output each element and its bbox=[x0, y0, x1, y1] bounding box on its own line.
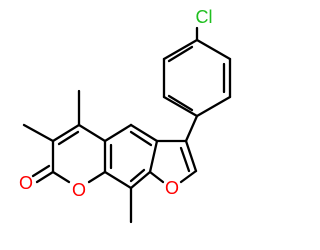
bond bbox=[148, 139, 159, 174]
bond-inner bbox=[179, 146, 191, 173]
bond bbox=[162, 38, 199, 61]
bond bbox=[179, 169, 198, 184]
bond bbox=[22, 123, 55, 143]
lactone-oxygen-label: O bbox=[72, 180, 86, 200]
bond bbox=[51, 123, 81, 143]
bond bbox=[195, 38, 232, 61]
bond bbox=[31, 164, 51, 178]
molecule-canvas: Cl O O O bbox=[19, 7, 232, 224]
bond bbox=[77, 123, 107, 143]
atom-labels: Cl O O O bbox=[19, 7, 213, 200]
bond bbox=[103, 123, 133, 143]
bond-inner bbox=[167, 94, 194, 112]
bond bbox=[129, 170, 152, 190]
bond bbox=[87, 170, 107, 184]
bond-inner bbox=[129, 130, 153, 147]
bond bbox=[51, 170, 71, 184]
bonds bbox=[22, 26, 232, 224]
bond bbox=[184, 139, 198, 173]
chlorine-label: Cl bbox=[196, 7, 213, 27]
structure-drawing: Cl O O O bbox=[19, 7, 232, 224]
bond bbox=[148, 170, 165, 184]
bond-inner bbox=[167, 45, 194, 63]
bond bbox=[184, 114, 199, 143]
furan-oxygen-label: O bbox=[165, 178, 179, 198]
bond bbox=[129, 123, 159, 143]
bond bbox=[35, 170, 55, 184]
bond-inner bbox=[129, 168, 146, 183]
carbonyl-oxygen-label: O bbox=[19, 173, 33, 193]
bond bbox=[162, 95, 199, 118]
bond bbox=[103, 170, 133, 190]
bond bbox=[195, 95, 232, 118]
bond-inner bbox=[57, 130, 80, 146]
